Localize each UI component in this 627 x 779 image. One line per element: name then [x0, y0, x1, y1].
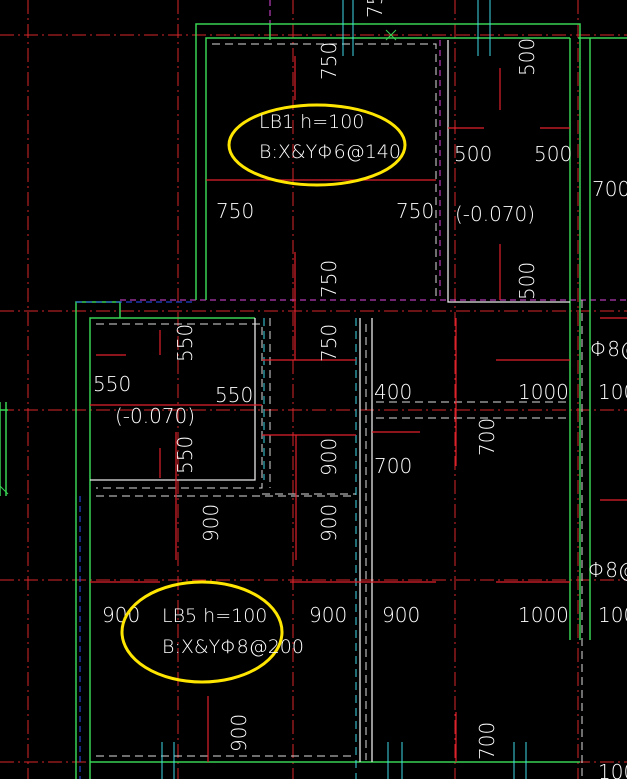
rebar-lines — [90, 56, 627, 762]
dim-room-e-bottom: 900 — [227, 714, 251, 752]
elevation-room-b: (-0.070) — [455, 202, 535, 226]
slab-name-lb1: LB1 h=100 — [259, 111, 364, 133]
dim-room-a-top: 750 — [317, 42, 341, 80]
dim-room-b-top: 500 — [515, 38, 539, 76]
dim-room-d-mid: 700 — [475, 418, 499, 456]
grid-markers — [0, 29, 397, 495]
rebar-right-1: Φ8@ — [590, 337, 627, 361]
dim-mid-column-3: 900 — [317, 504, 341, 542]
dimension-labels: 750 750 750 750 750 500 500 500 500 700 … — [93, 0, 627, 779]
dim-room-b-right: 500 — [534, 142, 572, 166]
cyan-lines — [161, 0, 527, 779]
blue-lines — [76, 301, 196, 779]
dim-room-c-bottom: 550 — [173, 436, 197, 474]
dim-room-a-right: 750 — [396, 199, 434, 223]
dim-room-e-right: 900 — [309, 603, 347, 627]
slab-rebar-lb1: B:X&YΦ6@140 — [259, 141, 401, 163]
dim-room-d-lower-left: 700 — [374, 454, 412, 478]
slab-name-lb5: LB5 h=100 — [162, 605, 267, 627]
dim-right-edge-1: 700 — [592, 177, 627, 201]
dim-room-f-bottom: 700 — [475, 722, 499, 760]
dim-room-a-bottom: 750 — [317, 260, 341, 298]
elevation-room-c: (-0.070) — [115, 404, 195, 428]
dim-right-edge-4: 100 — [598, 760, 627, 779]
dim-room-b-bottom: 500 — [515, 262, 539, 300]
magenta-lines — [120, 0, 627, 301]
slab-rebar-lb5: B:X&YΦ8@200 — [162, 636, 304, 658]
dim-room-c-right: 550 — [215, 383, 253, 407]
dim-room-d-right: 1000 — [518, 380, 569, 404]
dim-room-d-left: 400 — [374, 380, 412, 404]
dim-right-edge-3: 100 — [598, 603, 627, 627]
dim-room-f-right: 1000 — [518, 603, 569, 627]
dim-room-c-left: 550 — [93, 372, 131, 396]
rebar-right-2: Φ8@ — [588, 558, 627, 582]
dim-top-cut: 750 — [363, 0, 387, 18]
dim-room-e-top: 900 — [199, 504, 223, 542]
dim-right-edge-2: 100 — [598, 380, 627, 404]
dim-room-a-left: 750 — [216, 199, 254, 223]
slab-annotation-lb5: LB5 h=100 B:X&YΦ8@200 — [120, 580, 304, 684]
highlight-ellipse-lb1 — [227, 103, 407, 187]
slab-annotation-lb1: LB1 h=100 B:X&YΦ6@140 — [227, 103, 407, 187]
dim-mid-column-1: 750 — [317, 324, 341, 362]
dim-room-b-left: 500 — [454, 142, 492, 166]
dim-room-f-left: 900 — [382, 603, 420, 627]
highlight-ellipse-lb5 — [120, 580, 284, 684]
dim-mid-column-2: 900 — [317, 438, 341, 476]
dim-room-c-top: 550 — [173, 324, 197, 362]
slab-edges — [90, 40, 570, 762]
dashed-boundaries — [96, 43, 583, 779]
